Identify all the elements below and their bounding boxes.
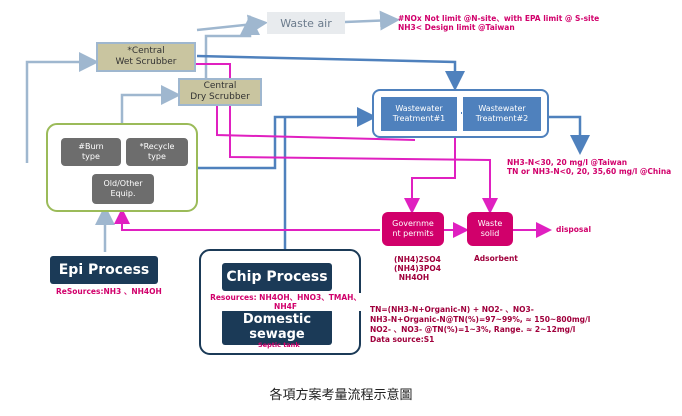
burn-type-line1: #Burn [78, 142, 104, 151]
burn-type-line2: type [82, 152, 100, 161]
waste-solid-line2: solid [480, 229, 500, 238]
tn-formula-line1: TN=(NH3-N+Organic-N) + NO2- 、NO3- [370, 305, 534, 314]
arrow-wwt-to-notes [547, 115, 590, 155]
tn-formula-line4: Data source:S1 [370, 335, 435, 344]
chip-process-node: Chip Process [222, 263, 332, 291]
wwt2-line1: Wastewater [478, 104, 526, 113]
chip-resources-line2: NH4F [274, 302, 297, 311]
arrow-equip-to-dry [120, 85, 181, 124]
magenta-arrows [114, 63, 552, 238]
old-equip-line2: Equip. [110, 189, 136, 198]
old-equip-line1: Old/Other [103, 179, 143, 188]
septic-tank-text: Septic tank [258, 341, 300, 349]
waste-air-node: Waste air [267, 12, 345, 34]
epi-resources-text: ReSources:NH3 、NH4OH [56, 287, 162, 296]
dry-scrubber-line2: Dry Scrubber [190, 92, 250, 102]
tn-formula-line2: NH3-N+Organic-N@TN(%)=97~99%, ≈ 150~800m… [370, 315, 591, 324]
water-limits-line1: NH3-N<30, 20 mg/l @Taiwan [507, 158, 628, 167]
chip-resources-line1: Resources: NH4OH、HNO3、TMAH、 [210, 293, 361, 302]
epi-process-node: Epi Process [50, 256, 158, 284]
lightblue-arrows [25, 10, 400, 252]
air-limits-note: #NOx Not limit @N-site、with EPA limit @ … [398, 14, 599, 32]
domestic-sewage-line1: Domestic [242, 312, 312, 327]
epi-resources-note: ReSources:NH3 、NH4OH [56, 287, 162, 296]
wet-scrubber-line1: *Central [127, 46, 165, 56]
domestic-sewage-line2: sewage [249, 327, 305, 342]
water-limits-line2: TN or NH3-N<0, 20, 35,60 mg/l @China [507, 167, 672, 176]
septic-tank-label: Septic tank [258, 341, 300, 350]
wet-scrubber-line2: Wet Scrubber [115, 57, 177, 67]
arrow-wet-to-solid [140, 63, 498, 214]
adsorbent-text: Adsorbent [474, 254, 518, 263]
diagram-caption: 各項方案考量流程示意圖 [0, 384, 682, 403]
air-limits-line1: #NOx Not limit @N-site、with EPA limit @ … [398, 14, 600, 23]
chemical-1: (NH4)2SO4 [394, 255, 441, 264]
adsorbent-label: Adsorbent [474, 254, 518, 263]
gov-permits-line1: Governme [392, 219, 434, 228]
waste-solid-line1: Waste [477, 219, 503, 228]
arrow-wwt-to-gov [404, 137, 456, 214]
recycle-type-line2: type [148, 152, 166, 161]
waste-air-label: Waste air [280, 16, 332, 30]
tn-formula-line3: NO2- 、NO3- @TN(%)=1~3%, Range. ≈ 2~12mg/… [370, 325, 576, 334]
blue-arrows [196, 54, 590, 250]
gov-permits-line2: nt permits [392, 229, 434, 238]
arrow-equip-to-wwt [197, 107, 377, 170]
chip-resources-note: Resources: NH4OH、HNO3、TMAH、NH4F [208, 293, 363, 311]
arrow-wet-to-wwt [196, 54, 465, 91]
wwt1-line2: Treatment#1 [392, 114, 446, 123]
wwt1-line1: Wastewater [395, 104, 443, 113]
arrow-gov-to-equip [114, 208, 380, 231]
arrow-wet-to-wasteair [196, 14, 268, 35]
caption-text: 各項方案考量流程示意圖 [269, 388, 413, 403]
tn-formula-note: TN=(NH3-N+Organic-N) + NO2- 、NO3-NH3-N+O… [370, 305, 590, 345]
arrow-dry-line [216, 100, 416, 141]
dry-scrubber-line1: Central [203, 81, 237, 91]
arrow-dry-to-wasteair [204, 15, 260, 80]
chemical-2: (NH4)3PO4 [394, 264, 441, 273]
arrow-wasteair-to-notes [344, 10, 400, 31]
arrow-loop-to-wet [25, 52, 99, 163]
recycle-type-line1: *Recycle [139, 142, 175, 151]
disposal-label: disposal [556, 225, 591, 234]
wwt2-line2: Treatment#2 [475, 114, 529, 123]
disposal-text: disposal [556, 225, 592, 234]
chip-process-label: Chip Process [226, 269, 328, 285]
chemical-3: NH4OH [398, 273, 430, 282]
epi-process-label: Epi Process [58, 262, 150, 278]
air-limits-line2: NH3< Design limit @Taiwan [398, 23, 515, 32]
